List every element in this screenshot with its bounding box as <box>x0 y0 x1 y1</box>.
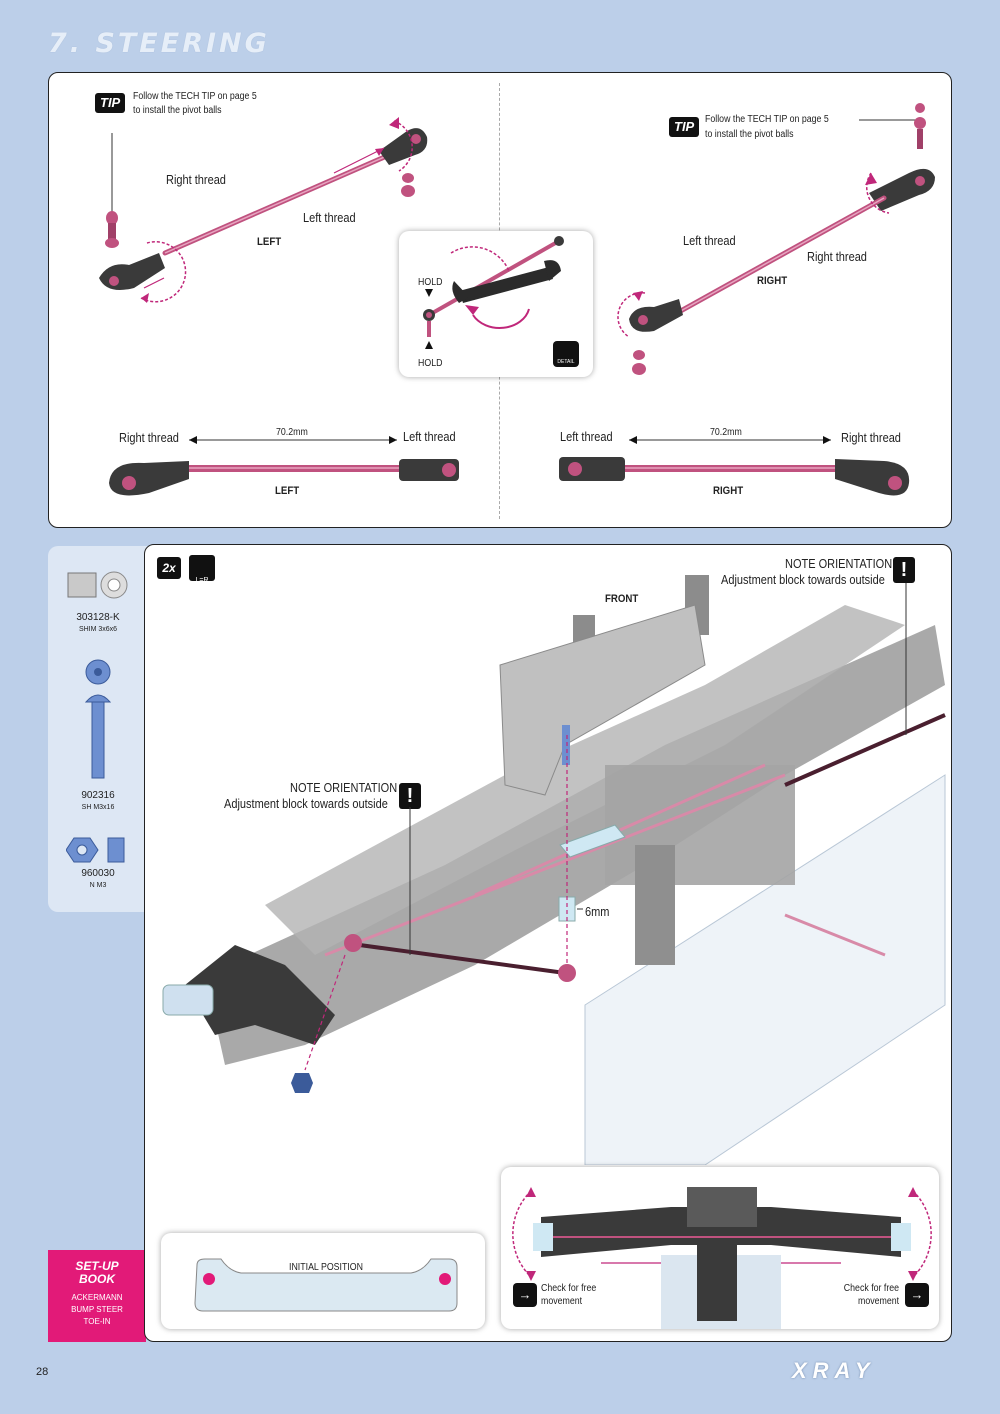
chassis-illustration <box>162 575 946 1165</box>
lr-badge: L=R <box>189 555 215 584</box>
measure-right-side-label: RIGHT <box>713 485 744 497</box>
left-side-label: LEFT <box>257 236 282 248</box>
setup-book-title-1: SET-UP <box>75 1259 119 1273</box>
tip-text-right-1: Follow the TECH TIP on page 5 <box>705 114 829 125</box>
check-movement-inset: → Check for free movement Check for free… <box>501 1167 939 1329</box>
part-desc-2: SH M3x16 <box>81 804 115 811</box>
parts-sidebar: 303128-K SHIM 3x6x6 902316 SH M3x16 9600… <box>48 546 148 912</box>
setup-book-title-2: BOOK <box>79 1272 115 1286</box>
detail-inset: HOLD HOLD DETAIL <box>399 231 593 377</box>
brand-logo: XRAY <box>792 1358 876 1383</box>
bottom-panel: 2x L=R NOTE ORIENTATION Adjustment block… <box>144 544 952 1342</box>
shim-icon <box>67 571 128 599</box>
lr-badge-text: L=R <box>195 577 209 584</box>
note1-title: NOTE ORIENTATION <box>785 557 893 571</box>
part-code-3: 960030 <box>81 868 115 879</box>
measure-left-left-thread: Left thread <box>403 430 456 444</box>
measure-left-side-label: LEFT <box>275 485 300 497</box>
part-code-2: 902316 <box>81 790 115 801</box>
qty-badge: 2x <box>157 557 181 579</box>
note1-text: Adjustment block towards outside <box>721 573 885 587</box>
adjustment-block-diagram <box>194 1258 458 1312</box>
suspension-front-diagram <box>512 1187 932 1329</box>
top-panel: TIP Follow the TECH TIP on page 5 to ins… <box>48 72 952 528</box>
hold-top-label: HOLD <box>418 277 443 288</box>
part-desc-3: N M3 <box>89 882 107 889</box>
measure-right-left-thread: Left thread <box>560 430 613 444</box>
right-side-label: RIGHT <box>757 275 788 287</box>
detail-badge-text: DETAIL <box>557 359 575 365</box>
right-left-thread-label: Left thread <box>683 234 736 248</box>
hold-bottom-label: HOLD <box>418 358 443 369</box>
setup-book-item-2: BUMP STEER <box>71 1305 123 1314</box>
initial-position-inset: INITIAL POSITION <box>161 1233 485 1329</box>
check-left-label: Check for free movement <box>541 1283 597 1307</box>
tip-text-right-2: to install the pivot balls <box>705 129 794 140</box>
part-code-1: 303128-K <box>76 612 120 623</box>
note1-warning-icon: ! <box>893 557 915 583</box>
left-turnbuckle-diagram <box>99 117 428 303</box>
note2-warning-icon: ! <box>399 783 421 809</box>
tip-badge-left: TIP <box>95 93 126 113</box>
tip-badge-right: TIP <box>669 117 700 137</box>
nut-icon <box>66 837 125 863</box>
measure-right-length: 70.2mm <box>710 427 742 438</box>
right-right-thread-label: Right thread <box>807 250 867 264</box>
spacer-label: 6mm <box>585 905 610 919</box>
tip-text-left-2: to install the pivot balls <box>133 105 222 116</box>
part-desc-1: SHIM 3x6x6 <box>78 626 118 633</box>
check-left-icon: → <box>513 1283 537 1307</box>
setup-book-item-3: TOE-IN <box>83 1317 111 1326</box>
check-right-label: Check for free movement <box>843 1283 900 1307</box>
page-number: 28 <box>36 1366 49 1378</box>
measured-rods-diagram <box>109 436 910 496</box>
front-label: FRONT <box>605 593 639 605</box>
setup-book-box: SET-UP BOOK ACKERMANN BUMP STEER TOE-IN <box>48 1250 146 1342</box>
right-turnbuckle-diagram <box>617 103 935 375</box>
measure-left-length: 70.2mm <box>276 427 308 438</box>
measure-left-right-thread: Right thread <box>119 431 179 445</box>
measure-right-right-thread: Right thread <box>841 431 901 445</box>
page-title: 7. STEERING <box>48 28 270 59</box>
check-right-icon: → <box>905 1283 929 1307</box>
wrench-diagram <box>423 236 564 349</box>
note2-title: NOTE ORIENTATION <box>290 781 398 795</box>
initial-position-label: INITIAL POSITION <box>289 1262 364 1273</box>
screw-icon <box>84 659 112 779</box>
setup-book-item-1: ACKERMANN <box>71 1293 123 1302</box>
detail-badge: DETAIL <box>553 341 579 367</box>
left-left-thread-label: Left thread <box>303 211 356 225</box>
note2-text: Adjustment block towards outside <box>224 797 388 811</box>
left-right-thread-label: Right thread <box>166 173 226 187</box>
tip-text-left-1: Follow the TECH TIP on page 5 <box>133 91 257 102</box>
